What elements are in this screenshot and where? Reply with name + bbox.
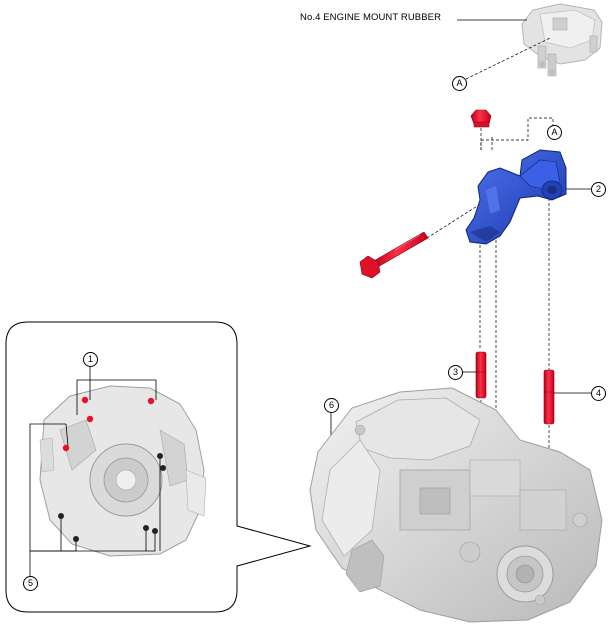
callout-5: 5 bbox=[23, 576, 38, 591]
callout-a-bracket: A bbox=[547, 125, 562, 140]
through-bolt bbox=[359, 231, 429, 279]
stud-bolt-3 bbox=[475, 351, 487, 399]
detail-housing bbox=[39, 385, 207, 557]
detail-stud-points bbox=[58, 453, 166, 542]
callout-2: 2 bbox=[591, 182, 606, 197]
engine-mount-rubber-label: No.4 ENGINE MOUNT RUBBER bbox=[300, 12, 442, 23]
engine-mount-rubber bbox=[521, 3, 603, 77]
detail-leaders bbox=[29, 366, 161, 576]
callout-a-top: A bbox=[452, 76, 467, 91]
transaxle-housing bbox=[309, 387, 603, 623]
mount-nut bbox=[470, 109, 492, 128]
callout-1: 1 bbox=[83, 352, 98, 367]
callout-3: 3 bbox=[448, 365, 463, 380]
detail-red-points bbox=[62, 396, 155, 452]
mount-bracket bbox=[465, 149, 567, 245]
callout-4: 4 bbox=[591, 386, 606, 401]
dashed-a-to-mount bbox=[465, 37, 551, 80]
callout-6: 6 bbox=[324, 398, 339, 413]
stud-bolt-4 bbox=[543, 369, 555, 425]
